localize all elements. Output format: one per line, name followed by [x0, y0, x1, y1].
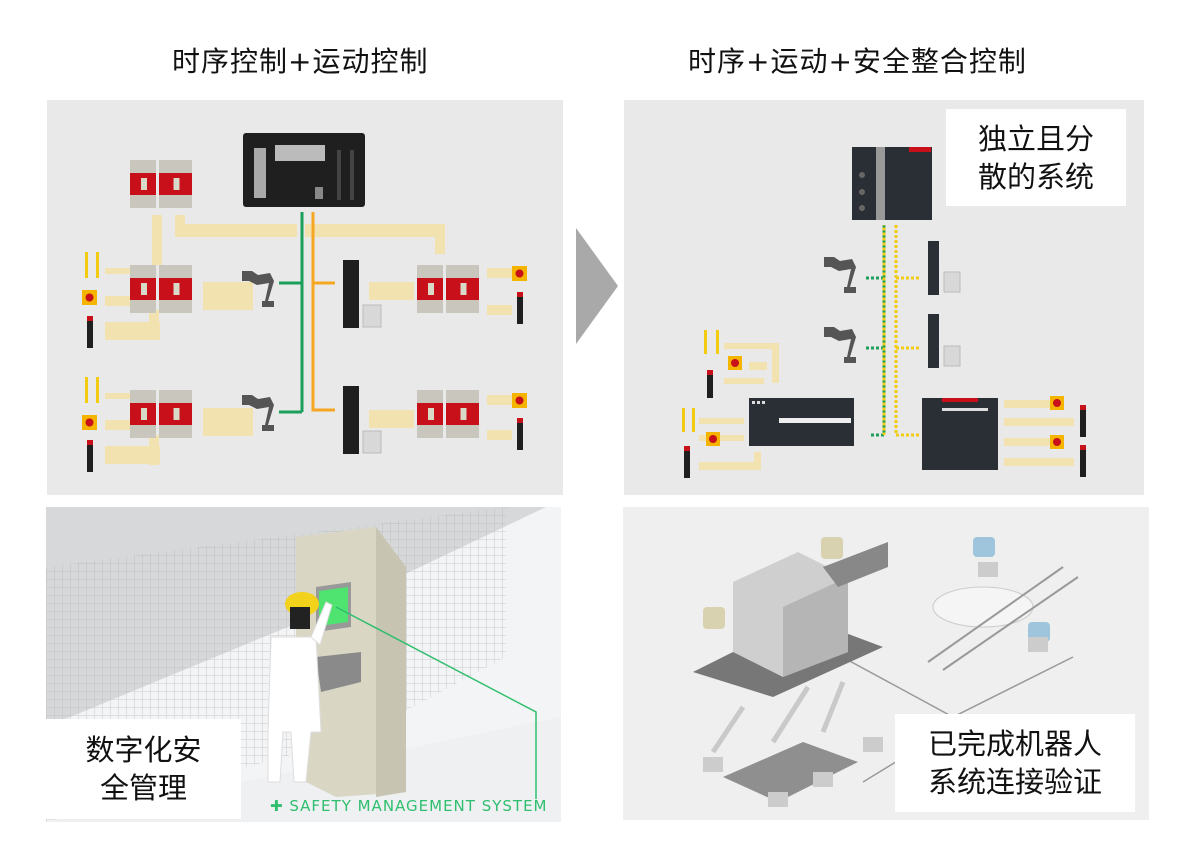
safety-relay — [130, 390, 192, 438]
panel-digital-safety-management: 数字化安 全管理 — [46, 507, 561, 822]
servo-drives — [343, 260, 382, 454]
servo-drives — [928, 241, 961, 368]
label-line-2: 系统连接验证 — [927, 765, 1102, 799]
plus-icon: ✚ — [270, 797, 284, 815]
safety-relay — [417, 265, 479, 313]
safety-devices — [682, 330, 1086, 478]
robot-arms — [824, 257, 856, 363]
io-module-right — [922, 398, 998, 470]
motion-network-line — [279, 212, 304, 414]
label-line-1: 独立且分 — [977, 121, 1094, 156]
welding-line — [703, 681, 883, 807]
label-line-1: 数字化安 — [85, 733, 202, 767]
caption-text: SAFETY MANAGEMENT SYSTEM — [289, 797, 548, 815]
safety-motion-network-line — [864, 225, 886, 437]
heading-integrated-safety-control: 时序+运动+安全整合控制 — [688, 45, 1027, 78]
panel-robot-system-verification: 已完成机器人 系统连接验证 — [623, 507, 1149, 820]
sequence-network-line — [894, 225, 920, 437]
integrated-control-diagram — [682, 147, 1086, 478]
cable-runs — [699, 343, 1074, 470]
panel-integrated-control-diagram: 独立且分 散的系统 — [624, 100, 1144, 495]
robot-arms — [242, 271, 274, 431]
cable-runs — [105, 215, 512, 465]
plc-controller — [243, 133, 365, 207]
label-digital-safety-management: 数字化安 全管理 — [46, 719, 241, 819]
car-assembly-station — [927, 537, 1079, 671]
label-line-2: 全管理 — [99, 771, 187, 805]
callout-line — [335, 606, 537, 799]
label-robot-system-verified: 已完成机器人 系统连接验证 — [895, 714, 1135, 812]
heading-sequence-motion-control: 时序控制+运动控制 — [172, 45, 429, 78]
panel-separate-control-diagram — [47, 100, 563, 495]
safety-management-system-caption: ✚ SAFETY MANAGEMENT SYSTEM — [270, 797, 548, 815]
safety-fence — [46, 507, 506, 587]
sequence-network-line — [311, 212, 335, 412]
integrated-controller — [852, 147, 932, 220]
safety-devices — [82, 252, 527, 472]
yellow-robots — [703, 537, 843, 629]
io-module-left — [749, 398, 854, 446]
control-panel-buttons — [316, 652, 361, 692]
transition-arrow-icon — [576, 228, 618, 344]
robot-line-illustration — [693, 537, 1079, 807]
separate-control-diagram — [82, 133, 527, 472]
worker — [267, 592, 333, 783]
press-station — [693, 542, 888, 697]
label-line-2: 散的系统 — [977, 159, 1094, 194]
label-independent-distributed-system: 独立且分 散的系统 — [946, 109, 1126, 206]
safety-relay-modules — [130, 160, 479, 438]
safety-relay — [417, 390, 479, 438]
safety-relay — [130, 265, 192, 313]
safety-relay — [130, 160, 192, 208]
label-line-1: 已完成机器人 — [927, 727, 1102, 761]
